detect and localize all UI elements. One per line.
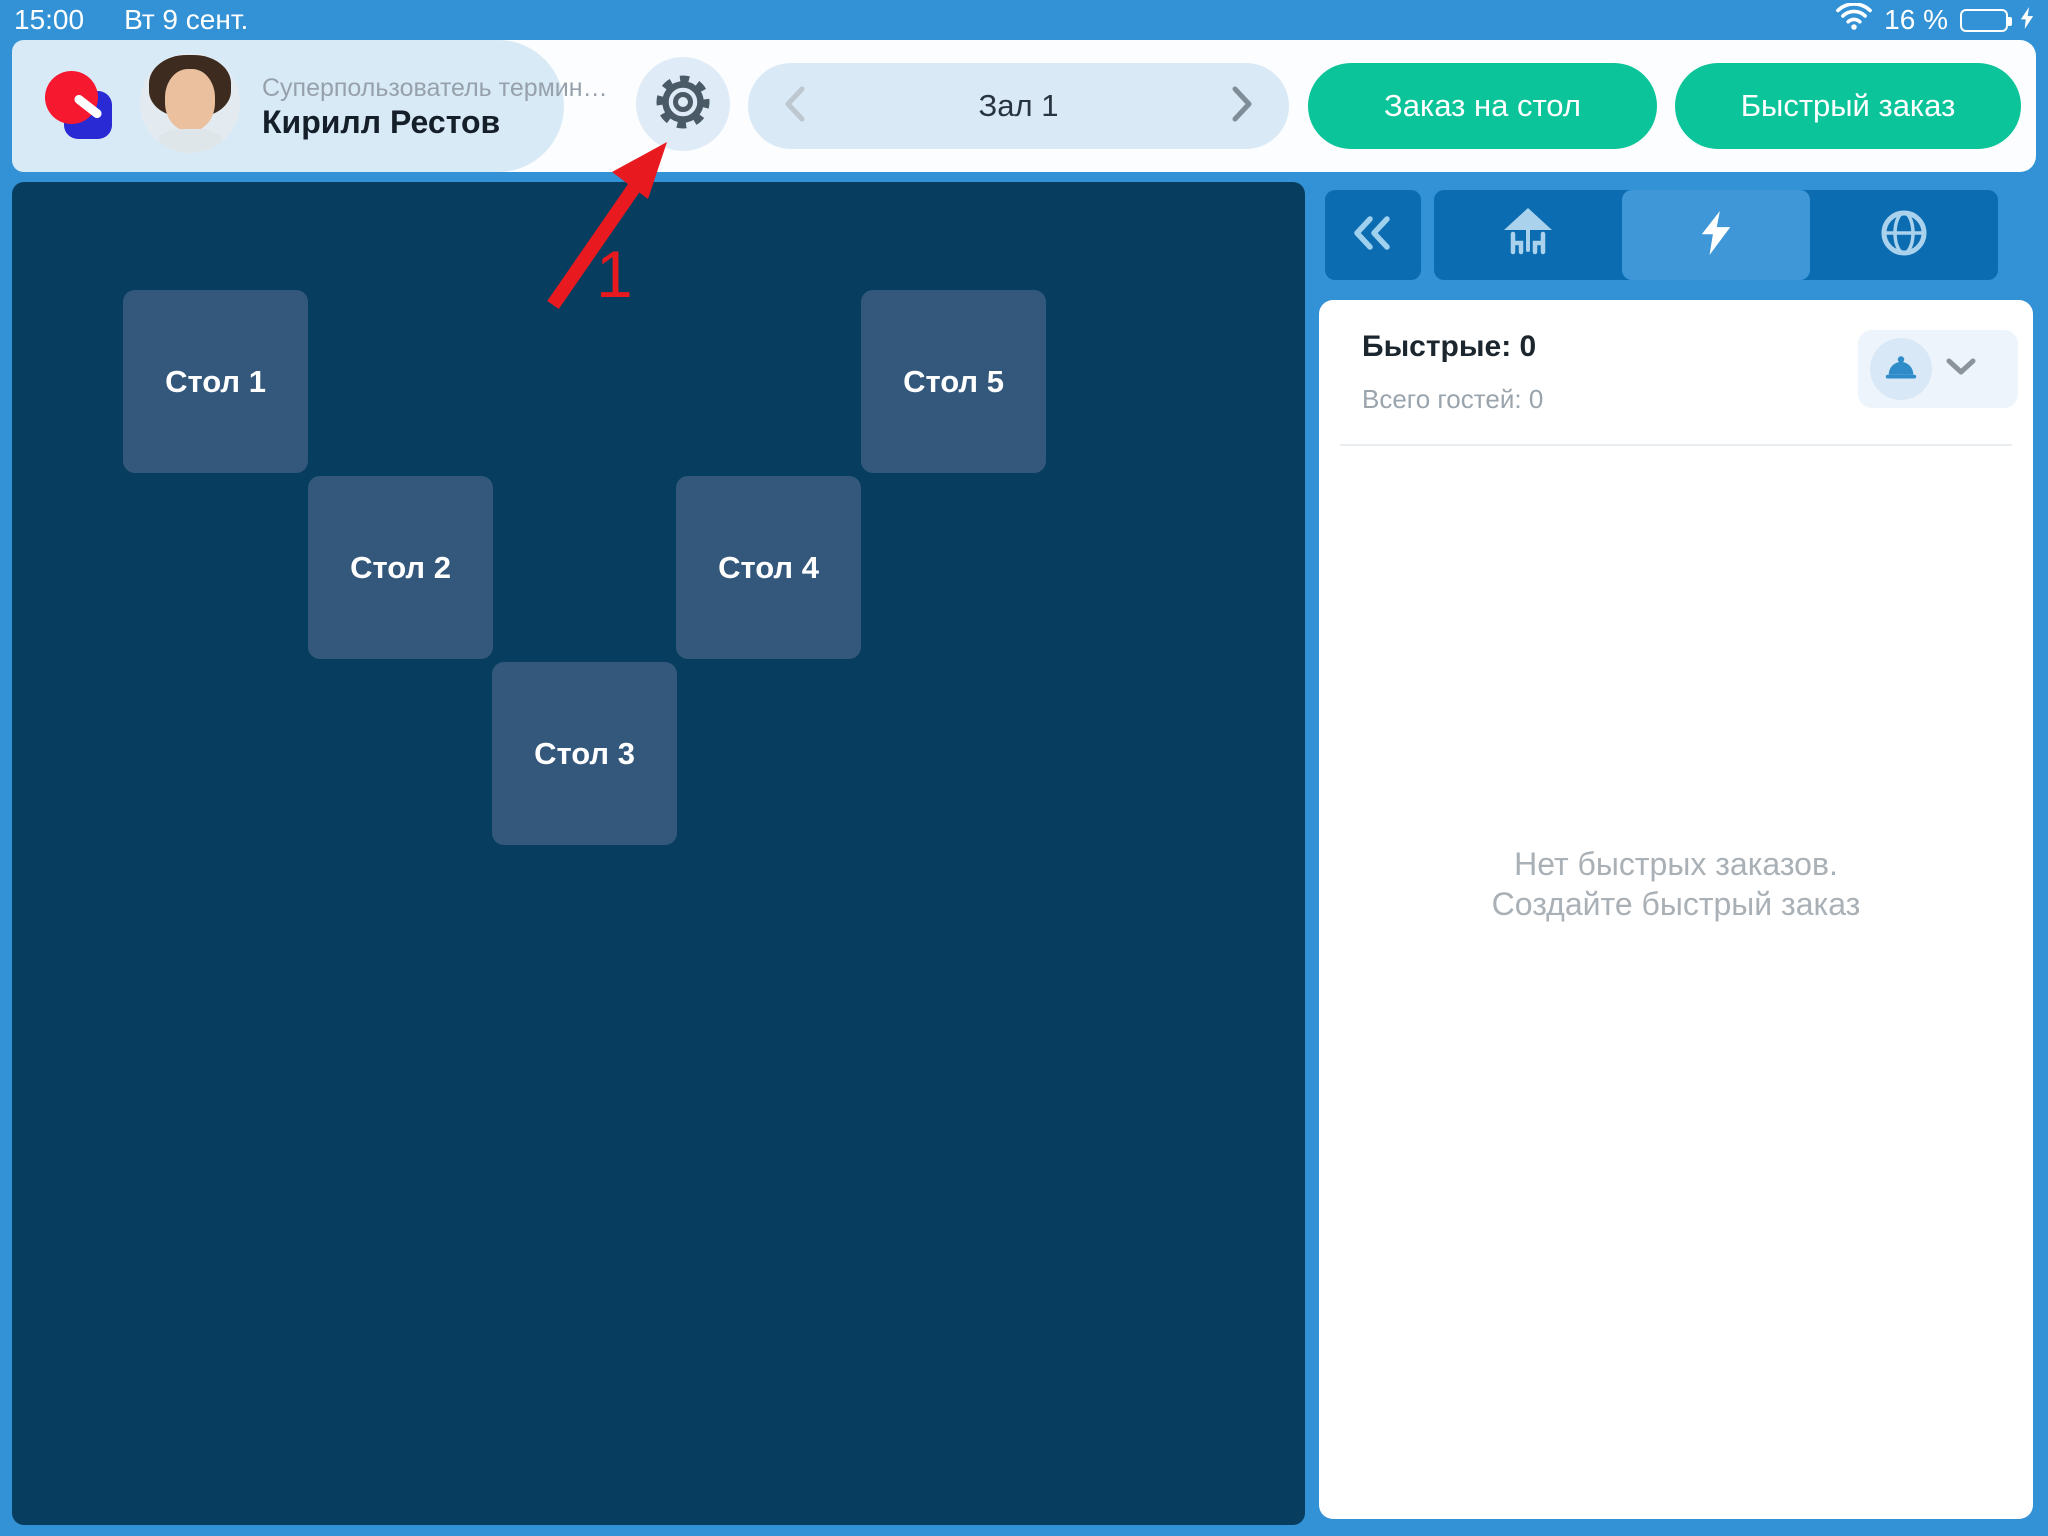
table-tile[interactable]: Стол 4 (676, 476, 861, 659)
quick-orders-panel (1319, 300, 2033, 1519)
hall-selector: Зал 1 (748, 63, 1289, 149)
clock: 15:00 (14, 4, 85, 35)
table-tile[interactable]: Стол 2 (308, 476, 493, 659)
table-order-button[interactable]: Заказ на стол (1308, 63, 1657, 149)
battery-percent-label: 16 % (1884, 4, 1948, 35)
sidebar-tabs (1434, 190, 1998, 280)
user-role-label: Суперпользователь термин… (262, 74, 608, 102)
table-tile[interactable]: Стол 3 (492, 662, 677, 845)
status-bar: 15:00 Вт 9 сент. 16 % (0, 0, 2048, 40)
app-logo (45, 71, 115, 141)
tab-quick-orders[interactable] (1622, 190, 1810, 280)
double-chevron-left-icon (1351, 213, 1395, 258)
globe-icon (1880, 209, 1928, 262)
gear-icon (653, 72, 713, 137)
quick-order-button[interactable]: Быстрый заказ (1675, 63, 2021, 149)
wifi-icon (1836, 1, 1873, 38)
user-avatar[interactable] (140, 53, 240, 153)
settings-button[interactable] (636, 57, 730, 151)
user-name-label: Кирилл Рестов (262, 104, 501, 140)
date: Вт 9 сент. (124, 4, 249, 35)
order-filter-button[interactable] (1858, 330, 2018, 408)
guests-total-label: Всего гостей: 0 (1362, 384, 1544, 414)
hall-prev-button[interactable] (784, 86, 806, 127)
terrace-table-icon (1496, 204, 1560, 267)
tab-table-orders[interactable] (1434, 190, 1622, 280)
annotation-step-number: 1 (596, 237, 633, 311)
empty-state-message: Нет быстрых заказов. Создайте быстрый за… (1491, 846, 1861, 922)
lightning-bolt-icon (1701, 210, 1731, 260)
table-tile[interactable]: Стол 1 (123, 290, 308, 473)
quick-orders-count: Быстрые: 0 (1362, 330, 1537, 363)
serving-cloche-icon (1870, 338, 1932, 400)
table-tile[interactable]: Стол 5 (861, 290, 1046, 473)
charging-bolt-icon (2020, 4, 2034, 36)
panel-divider (1340, 444, 2012, 446)
sidebar-collapse-button[interactable] (1325, 190, 1421, 280)
tab-delivery[interactable] (1810, 190, 1998, 280)
battery-icon (1960, 8, 2012, 32)
chevron-down-icon (1946, 358, 1976, 381)
hall-next-button[interactable] (1231, 86, 1253, 127)
hall-label: Зал 1 (978, 88, 1059, 123)
